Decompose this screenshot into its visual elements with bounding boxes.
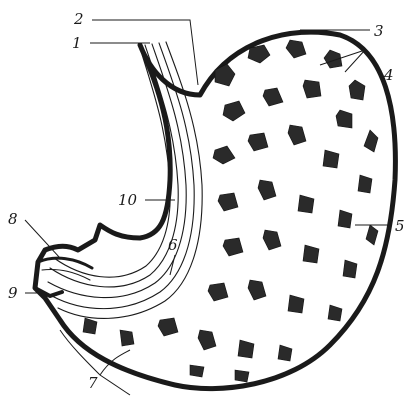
label-3: 3 [374, 22, 384, 40]
label-5: 5 [395, 217, 405, 235]
lesser-curvature-folds [48, 42, 202, 318]
label-6: 6 [168, 236, 178, 254]
label-2: 2 [73, 10, 84, 28]
label-4: 4 [383, 66, 394, 84]
label-7: 7 [88, 374, 98, 392]
label-10: 10 [118, 191, 138, 209]
label-8: 8 [8, 210, 18, 228]
label-1: 1 [72, 34, 82, 52]
gastric-rugae [83, 40, 378, 382]
label-9: 9 [8, 284, 18, 302]
